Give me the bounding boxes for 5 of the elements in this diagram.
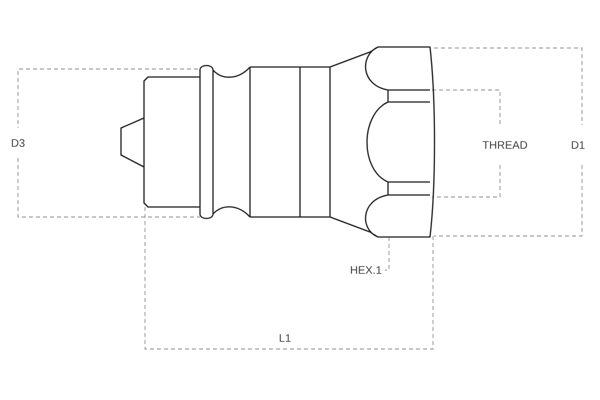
dimension-label: D1 bbox=[572, 141, 584, 149]
dimension-label: L1 bbox=[280, 334, 291, 342]
dimension-label: HEX.1 bbox=[350, 266, 382, 274]
dimension-label: THREAD bbox=[482, 141, 528, 149]
dimension-label: D3 bbox=[12, 139, 25, 147]
